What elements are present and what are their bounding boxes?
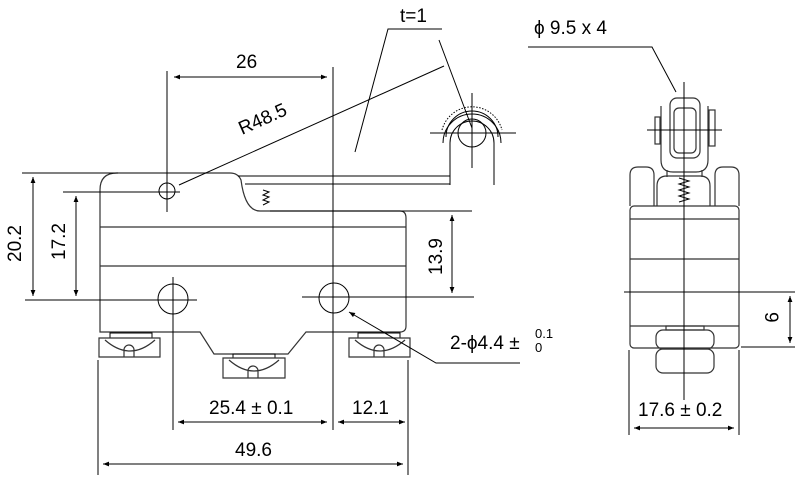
spring-icon (261, 189, 271, 206)
terminals (98, 332, 411, 379)
dim-20-2: 20.2 (5, 225, 26, 262)
switch-body (99, 172, 407, 355)
hole-tol-lower: 0 (535, 340, 542, 355)
side-view: ϕ 9.5 x 4 9 17.6 ± 0.2 (528, 18, 795, 435)
dim-17-2: 17.2 (49, 223, 70, 260)
dim-12-1: 12.1 (352, 398, 389, 419)
dim-radius: R48.5 (235, 100, 290, 140)
dim-26: 26 (236, 52, 257, 73)
dim-hole-spacing: 25.4 ± 0.1 (209, 398, 293, 419)
roller (430, 93, 516, 185)
side-terminal (655, 348, 715, 374)
dim-49-6: 49.6 (235, 440, 272, 461)
dim-thickness: t=1 (400, 6, 427, 27)
spring-icon (677, 177, 691, 203)
side-terminal (655, 329, 715, 350)
roller-callout: ϕ 9.5 x 4 (534, 18, 607, 39)
dim-width: 17.6 ± 0.2 (638, 400, 722, 421)
hole-tol-upper: 0.1 (535, 326, 553, 341)
dim-13-9: 13.9 (426, 238, 447, 275)
mounting-hole-right (318, 282, 350, 314)
dim-9: 9 (760, 312, 781, 323)
front-view: 26 R48.5 t=1 20.2 17.2 13.9 25.4 ± 0.1 1… (5, 6, 553, 475)
hole-callout: 2-ϕ4.4 ± (450, 333, 520, 354)
side-roller (669, 97, 701, 159)
